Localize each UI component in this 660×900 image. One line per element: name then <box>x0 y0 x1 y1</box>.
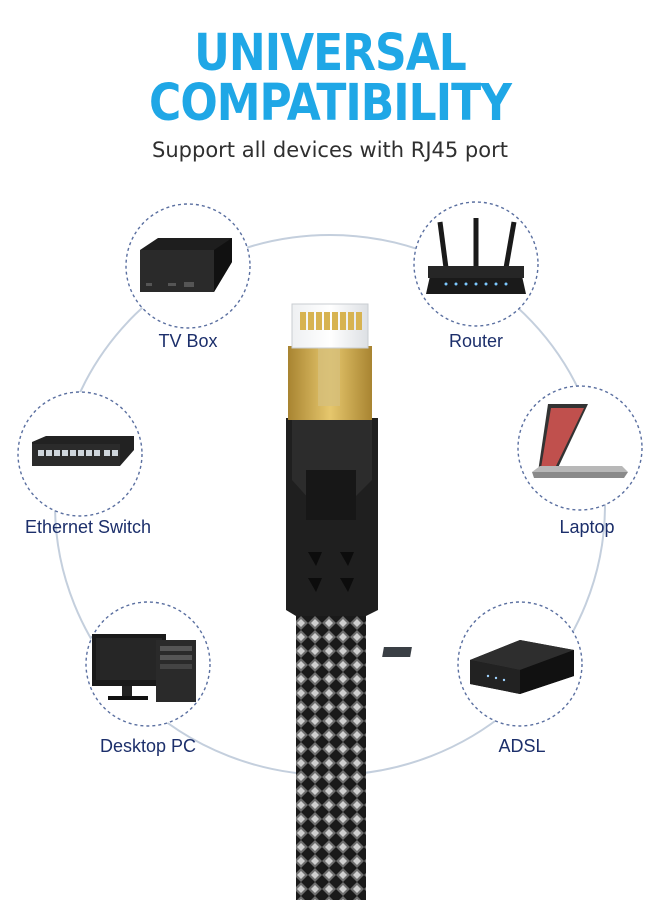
device-label-router: Router <box>448 331 504 351</box>
device-label-laptop: Laptop <box>559 517 615 537</box>
router-icon <box>426 218 526 294</box>
device-circle-adsl <box>382 601 583 727</box>
desktop-pc-icon <box>92 634 196 702</box>
device-circle-laptop <box>517 385 643 511</box>
rj45-cable-icon <box>286 303 378 900</box>
device-circle-desktop-pc <box>85 601 211 727</box>
tv-box-icon <box>140 238 232 292</box>
ethernet-switch-icon <box>32 436 134 466</box>
device-label-adsl: ADSL <box>498 736 546 756</box>
laptop-icon <box>532 404 628 478</box>
title-line-1: UNIVERSAL <box>194 24 467 83</box>
device-circle-ethernet-switch <box>17 391 143 517</box>
device-circle-router <box>413 201 539 327</box>
device-label-tv-box: TV Box <box>158 331 218 351</box>
device-circle-tv-box <box>125 203 251 329</box>
device-label-desktop-pc: Desktop PC <box>99 736 197 756</box>
subtitle: Support all devices with RJ45 port <box>152 138 508 162</box>
adsl-modem-icon <box>382 640 574 694</box>
title-line-2: COMPATIBILITY <box>149 74 512 133</box>
device-label-ethernet-switch: Ethernet Switch <box>24 517 152 537</box>
